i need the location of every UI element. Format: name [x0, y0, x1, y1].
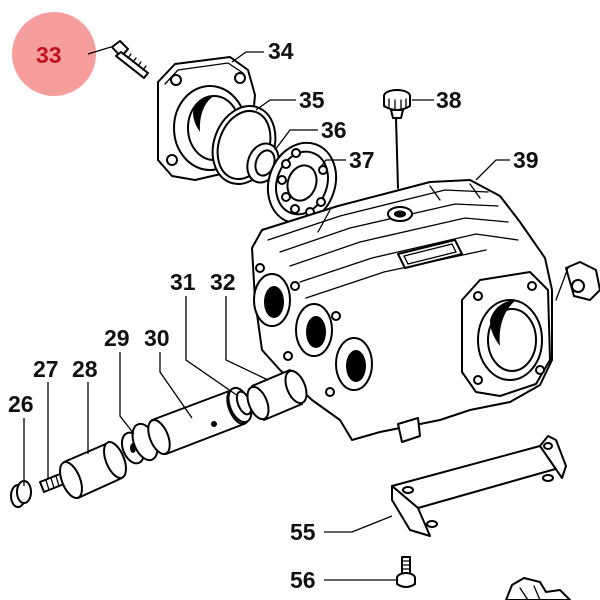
- label-33[interactable]: 33: [36, 42, 62, 68]
- leader-30: [159, 352, 193, 419]
- part-33-bolt[interactable]: [111, 40, 149, 79]
- leader-31: [185, 296, 239, 397]
- label-39[interactable]: 39: [513, 147, 539, 173]
- leader-35: [255, 99, 296, 111]
- leader-55: [324, 515, 393, 533]
- label-31[interactable]: 31: [170, 269, 196, 295]
- label-37[interactable]: 37: [349, 147, 375, 173]
- label-26[interactable]: 26: [8, 391, 34, 417]
- part-28-plunger-sleeve[interactable]: [56, 439, 131, 501]
- leader-32: [225, 296, 269, 381]
- label-55[interactable]: 55: [290, 519, 316, 545]
- leader-36: [274, 129, 318, 151]
- leader-37: [319, 159, 346, 169]
- part-38-oil-cap[interactable]: [383, 89, 411, 189]
- leader-33: [87, 46, 112, 55]
- label-36[interactable]: 36: [321, 117, 347, 143]
- part-56-bolt[interactable]: [396, 556, 416, 588]
- label-30[interactable]: 30: [144, 325, 170, 351]
- label-27[interactable]: 27: [33, 356, 59, 382]
- leader-39: [475, 159, 510, 181]
- partial-gear-fragment: [505, 577, 571, 600]
- label-32[interactable]: 32: [210, 269, 236, 295]
- label-28[interactable]: 28: [72, 356, 98, 382]
- leader-29: [119, 352, 135, 435]
- part-32-sleeve[interactable]: [243, 368, 310, 422]
- label-29[interactable]: 29: [104, 325, 130, 351]
- part-26-ring[interactable]: [10, 480, 32, 508]
- part-33-highlight: [12, 12, 96, 96]
- part-30-plunger-rod[interactable]: [144, 387, 253, 457]
- label-34[interactable]: 34: [268, 38, 294, 64]
- part-55-bracket[interactable]: [391, 435, 567, 537]
- label-56[interactable]: 56: [290, 567, 316, 593]
- leader-34: [231, 51, 264, 63]
- label-38[interactable]: 38: [436, 87, 462, 113]
- label-35[interactable]: 35: [299, 87, 325, 113]
